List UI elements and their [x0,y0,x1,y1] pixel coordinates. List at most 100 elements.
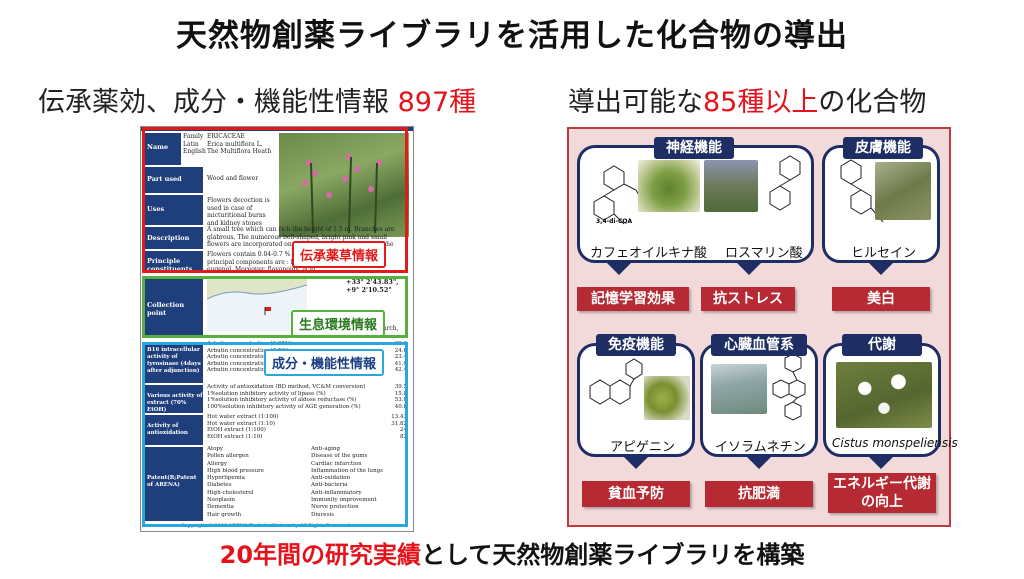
right-heading: 導出可能な85種以上の化合物 [568,80,926,119]
footer-text: として天然物創薬ライブラリを構築 [421,541,805,569]
chem-label: 3,4-di-CQA [596,218,633,225]
list-item: Anti-bacteria [311,482,348,489]
list-item: Atopy [207,446,224,452]
list-item: Diuresis [311,511,334,518]
label-name: Name [143,133,181,165]
label-inhibit: B16 intracellular activity of tyrosinase… [143,343,203,383]
table-row: EtOH extract (1:10)82 [207,433,407,440]
collection-map [207,279,307,331]
list-item: Nerve protection [311,504,359,511]
list-item: Pollen allergen [207,453,249,460]
card-head-nerve: 神経機能 [654,137,734,159]
rosmarinic-structure [769,155,801,211]
effect-whitening: 美白 [832,287,930,311]
pointer-arrow [737,263,761,275]
effect-anti-obesity: 抗肥満 [705,481,813,507]
compound-label: イソラムネチン [715,440,806,455]
label-description: Description [143,227,203,249]
uses-text: Flowers decoction is used in case of mic… [207,197,270,227]
list-item: Anti-aging [311,446,340,452]
card-immune-function: アピゲニン [577,343,695,457]
tag-traditional-herb-info: 伝承薬草情報 [292,241,387,268]
name-key: Family [183,133,204,140]
tag-habitat-info: 生息環境情報 [291,310,386,337]
table-row: 1%solution inhibitory activity of aldose… [207,397,407,404]
list-item: High blood pressure [207,467,265,474]
footer-highlight: 20年間の研究実績 [219,541,422,569]
list-item: Disease of the gums [311,453,368,460]
antiox-table: Hot water extract (1:100)13.43 Hot water… [207,414,407,440]
card-head-skin: 皮膚機能 [843,137,923,159]
table-row: 1%solution inhibitory activity of lipase… [207,390,407,397]
caffeoylquinic-structure [593,165,645,225]
erica-flowers-photo [302,154,382,234]
compound-panel: 3,4-di-CQA カフェオイルキナ酸 ロスマリン酸 神経機能 記憶学習効果 … [567,127,958,527]
table-row: Hot water extract (1:100)13.43 [207,414,407,420]
patent-left-list: Atopy Pollen allergen Allergy High blood… [207,446,303,519]
habitat-info-section [142,276,408,338]
label-various: Various activity of extract (70% EtOH) [143,385,203,413]
footer-caption: 20年間の研究実績として天然物創薬ライブラリを構築 [0,535,1024,570]
effect-energy-metabolism: エネルギー代謝 の向上 [828,473,936,513]
name-key: Latin [183,140,199,148]
pointer-arrow [869,457,893,469]
list-item: Inflammation of the lungs [311,467,383,474]
right-heading-prefix: 導出可能な [568,87,703,118]
compound-label: ヒルセイン [851,246,917,261]
principle-text: Flowers contain 0.04-0.7 % essential oil… [207,251,344,273]
label-uses: Uses [143,195,203,225]
plant-photo-5 [711,364,767,414]
label-collection: Collection point [143,279,203,335]
card-head-metabolism: 代謝 [842,334,922,356]
map-graphic [207,279,307,315]
name-value: ERICACEAE [207,133,245,140]
effect-line: の向上 [861,494,903,510]
effect-anti-stress: 抗ストレス [701,287,795,311]
coordinate-lat: +33° 2'43.83", [346,278,399,286]
traditional-info-section [142,127,408,273]
table-row: Arbutin concentration (1.0%)42.4 [207,367,407,374]
plant-photo-4 [644,376,690,420]
label-antiox: Activity of antioxidation [143,415,203,445]
pointer-arrow [607,263,631,275]
card-metabolism: Cistus monspeliensis [823,343,958,457]
list-item: Neoplasm [207,497,235,504]
apigenin-structure [589,358,643,405]
plant-photo-1 [638,160,700,212]
effect-line: エネルギー代謝 [833,476,931,492]
list-item: Anti-oxidation [311,475,351,482]
effect-memory-learning: 記憶学習効果 [577,287,689,311]
function-info-section [142,342,408,527]
table-row: Arbutin concentration (0.5%)41.0 [207,360,407,367]
card-head-immune: 免疫機能 [596,334,676,356]
plant-photo-6 [836,362,932,428]
list-item: Hair growth [207,511,242,518]
list-item: High-cholesterol [207,489,254,496]
compound-label: カフェオイルキナ酸 [590,246,708,261]
name-key: English [183,148,206,155]
table-row: 100%solution inhibitory activity of AGE … [207,403,407,410]
page-title: 天然物創薬ライブラリを活用した化合物の導出 [176,18,848,54]
species-count: 897種 [397,87,477,118]
card-head-cardiovascular: 心臓血管系 [711,334,807,356]
table-row: Hot water extract (1:10)31.82 [207,420,407,427]
list-item: Allergy [207,460,228,467]
left-heading: 伝承薬効、成分・機能性情報 897種 [38,80,476,119]
plant-photo [279,133,409,237]
card-nerve-function: 3,4-di-CQA カフェオイルキナ酸 ロスマリン酸 [577,145,814,263]
table-row: EtOH extract (1:100)24 [207,427,407,434]
right-heading-suffix: の化合物 [818,87,927,118]
list-item: Cardiac infarction [311,460,362,467]
list-item: Anti-inflammatory [311,489,362,496]
card-cardiovascular: イソラムネチン [700,343,818,457]
plant-photo-2 [704,160,758,212]
label-patent: Patent(R;Patent of ARENA) [143,447,203,521]
various-table: Activity of antioxidation (BD method, VC… [207,384,407,410]
list-item: Immunity improvement [311,497,377,504]
tag-function-info: 成分・機能性情報 [264,349,385,376]
name-value: Erica multiflora L. [207,140,263,148]
compound-label: ロスマリン酸 [725,246,803,261]
table-row: Arbutin concentration (0.5%)24.6 [207,347,407,354]
left-heading-text: 伝承薬効、成分・機能性情報 [38,87,398,118]
list-item: Hyperlipemia [207,475,245,482]
